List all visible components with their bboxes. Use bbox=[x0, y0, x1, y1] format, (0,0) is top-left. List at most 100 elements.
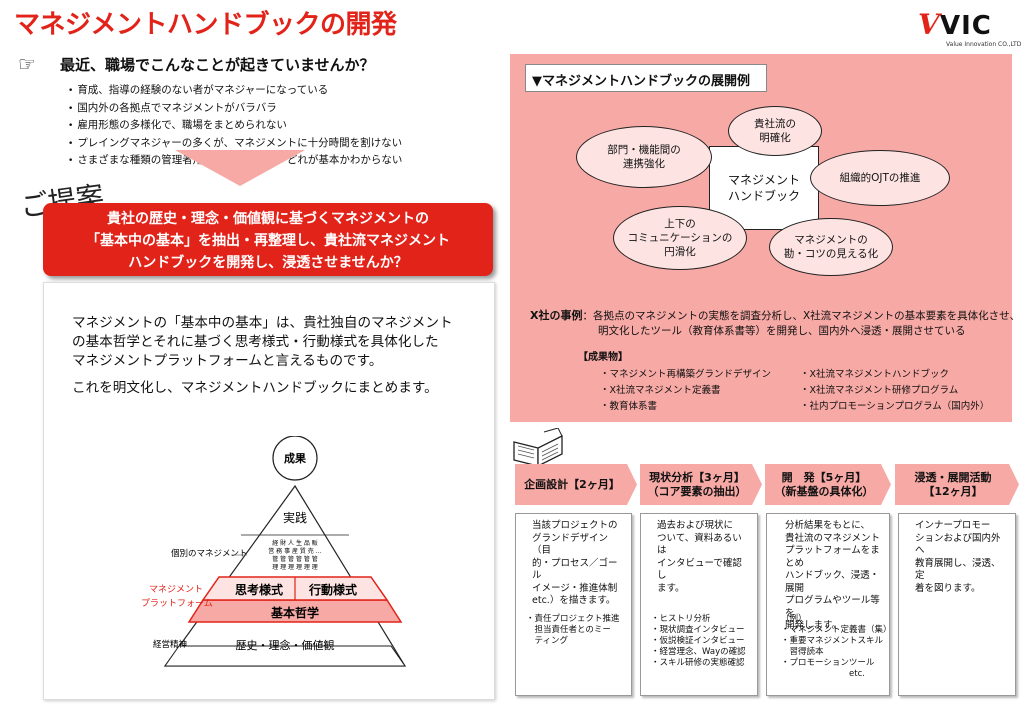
ellipse-line: 明確化 bbox=[759, 132, 791, 144]
platform-label-2: プラットフォーム bbox=[141, 598, 213, 609]
card-sub-line: ・現状調査インタビュー bbox=[651, 625, 745, 635]
case-label: X社の事例 bbox=[530, 309, 583, 322]
card-sub-line: ・重要マネジメントスキル bbox=[781, 636, 884, 646]
output-item: ・X社流マネジメント研修プログラム bbox=[800, 385, 959, 396]
handbook-line: ハンドブック bbox=[727, 189, 800, 203]
explanation-panel bbox=[43, 282, 495, 700]
philosophy-label: 基本哲学 bbox=[270, 605, 319, 620]
explanation-text: マネジメントの「基本中の基本」は、貴社独自のマネジメント の基本哲学とそれに基づ… bbox=[72, 314, 492, 371]
output-item: ・社内プロモーションプログラム（国内外） bbox=[800, 401, 990, 412]
card-line: ます。 bbox=[657, 582, 685, 594]
card-sub-line: 習得読本 bbox=[781, 647, 824, 657]
step-deployment: 浸透・展開活動【12ヶ月】 bbox=[895, 464, 1019, 505]
card-sub-line: etc. bbox=[781, 669, 865, 679]
step-card-analysis: 過去および現状に ついて、資料あるいは インタビューで確認し ます。 ・ヒストリ… bbox=[640, 513, 758, 696]
explanation-line: マネジメントプラットフォームと言えるものです。 bbox=[72, 353, 383, 369]
result-label: 成果 bbox=[284, 451, 306, 465]
step-development: 開 発【5ヶ月】（新基盤の具体化） bbox=[765, 464, 891, 505]
proposal-line: ハンドブックを開発し、浸透させませんか？ bbox=[128, 255, 408, 271]
handbook-line: マネジメント bbox=[727, 173, 800, 187]
step-subtitle: （コア要素の抽出） bbox=[647, 484, 747, 498]
deployment-title: ▼マネジメントハンドブックの展開例 bbox=[525, 64, 767, 92]
svg-text:理 理 理 理 理 理: 理 理 理 理 理 理 bbox=[272, 564, 318, 571]
management-pyramid: 成果 歴史・理念・価値観 基本哲学 思考様式 行動様式 経 財 人 生 品 販 … bbox=[141, 436, 407, 667]
step-card-deployment: インナープロモー ションおよび国内外へ 教育展開し、浸透、定 着を図ります。 bbox=[898, 513, 1016, 696]
step-title: 現状分析【3ヶ月】 bbox=[649, 470, 745, 484]
card-line: プラットフォームをまとめ bbox=[785, 545, 880, 569]
step-card-development: 分析結果をもとに、 貴社流のマネジメント プラットフォームをまとめ ハンドブック… bbox=[766, 513, 892, 696]
problem-list: 育成、指導の経験のない者がマネジャーになっている 国内外の各拠点でマネジメントが… bbox=[68, 82, 402, 170]
card-sub-line: ・プロモーションツール bbox=[781, 658, 875, 668]
logo-tagline: Value Innovation CO.,LTD bbox=[946, 41, 1022, 48]
ellipse-cooperation: 部門・機能間の連携強化 bbox=[576, 126, 712, 188]
step-title: 開 発【5ヶ月】 bbox=[781, 470, 867, 484]
list-item: 雇用形態の多様化で、職場をまとめられない bbox=[68, 117, 402, 135]
ellipse-communication: 上下のコミュニケーションの円滑化 bbox=[613, 206, 747, 270]
output-item: ・教育体系書 bbox=[600, 401, 658, 412]
card-line: イメージ・推進体制 bbox=[532, 582, 618, 594]
list-item: 育成、指導の経験のない者がマネジャーになっている bbox=[68, 82, 402, 100]
card-sub-line: ・マネジメント定義書（集） bbox=[781, 625, 892, 635]
card-line: 的・プロセス／ゴール bbox=[532, 557, 618, 582]
card-line: 教育展開し、浸透、定 bbox=[915, 557, 1001, 582]
spirit-label: 経営精神 bbox=[153, 639, 187, 650]
ellipse-line: 上下の bbox=[664, 218, 696, 230]
ellipse-line: 勘・コツの見える化 bbox=[783, 248, 879, 260]
step-planning: 企画設計【2ヶ月】 bbox=[515, 464, 637, 505]
case-text: ：各拠点のマネジメントの実態を調査分析し、X社流マネジメントの基本要素を具体化さ… bbox=[582, 310, 1021, 322]
ellipse-line: 貴社流の bbox=[754, 118, 796, 130]
card-line: 開発します。 bbox=[785, 620, 842, 631]
company-logo: V VIC Value Innovation CO.,LTD bbox=[918, 8, 1021, 50]
ellipse-line: 連携強化 bbox=[623, 158, 665, 170]
platform-label-1: マネジメント bbox=[149, 584, 203, 595]
card-sub-line: 担当責任者とのミー bbox=[526, 625, 611, 635]
practice-label: 実践 bbox=[283, 510, 307, 525]
result-circle bbox=[272, 436, 318, 481]
card-line: 当該プロジェクトの bbox=[532, 520, 618, 531]
ellipse-line: マネジメントの bbox=[794, 234, 868, 246]
action-label: 行動様式 bbox=[308, 582, 357, 597]
ellipse-line: 円滑化 bbox=[664, 246, 696, 258]
svg-text:営 務 事 産 質 売 …: 営 務 事 産 質 売 … bbox=[268, 547, 321, 555]
list-item: 国内外の各拠点でマネジメントがバラバラ bbox=[68, 100, 402, 118]
logo-name: VIC bbox=[940, 11, 992, 41]
step-subtitle: （新基盤の具体化） bbox=[774, 484, 874, 498]
card-line: インナープロモー bbox=[915, 520, 991, 531]
card-sub-line: ・仮説検証インタビュー bbox=[651, 636, 745, 646]
thinking-label: 思考様式 bbox=[235, 582, 283, 597]
card-sub-line: ティング bbox=[526, 636, 569, 646]
step-title: 企画設計【2ヶ月】 bbox=[524, 477, 620, 491]
card-line: ついて、資料あるいは bbox=[657, 532, 742, 557]
page-title: マネジメントハンドブックの開発 bbox=[14, 10, 397, 40]
individual-management-columns: 経 財 人 生 品 販 bbox=[272, 539, 318, 547]
ellipse-line: 部門・機能間の bbox=[607, 144, 681, 156]
card-sub-line: ・ヒストリ分析 bbox=[651, 614, 711, 624]
step-card-planning: 当該プロジェクトの グランドデザイン（目 的・プロセス／ゴール イメージ・推進体… bbox=[515, 513, 632, 696]
card-line: 過去および現状に bbox=[657, 520, 734, 531]
logo-mark: V bbox=[918, 8, 940, 41]
case-study: X社の事例：各拠点のマネジメントの実態を調査分析し、X社流マネジメントの基本要素… bbox=[530, 308, 1020, 339]
pointing-hand-icon: ☞ bbox=[18, 52, 36, 76]
card-line: プログラムやツール等を bbox=[785, 595, 880, 619]
ellipse-ojt: 組織的OJTの推進 bbox=[810, 150, 950, 206]
explanation-line: マネジメントの「基本中の基本」は、貴社独自のマネジメント bbox=[72, 315, 453, 331]
proposal-line: 「基本中の基本」を抽出・再整理し、貴社流マネジメント bbox=[86, 233, 450, 249]
card-line: 着を図ります。 bbox=[915, 582, 981, 594]
explanation-summary: これを明文化し、マネジメントハンドブックにまとめます。 bbox=[72, 380, 438, 396]
ellipse-clarify: 貴社流の明確化 bbox=[728, 106, 822, 156]
explanation-line: の基本哲学とそれに基づく思考様式・行動様式を具体化した bbox=[72, 334, 439, 350]
step-subtitle: 【12ヶ月】 bbox=[923, 484, 983, 498]
proposal-line: 貴社の歴史・理念・価値観に基づくマネジメントの bbox=[107, 211, 429, 227]
case-text: 明文化したツール（教育体系書等）を開発し、国内外へ浸透・展開させている bbox=[598, 325, 966, 337]
card-line: 分析結果をもとに、 bbox=[785, 520, 871, 531]
card-line: インタビューで確認し bbox=[657, 557, 742, 582]
step-analysis: 現状分析【3ヶ月】（コア要素の抽出） bbox=[640, 464, 762, 505]
down-arrow-triangle bbox=[175, 150, 305, 186]
card-line: etc.）を描きます。 bbox=[532, 595, 616, 606]
card-line: グランドデザイン（目 bbox=[532, 532, 609, 557]
outputs-label: 【成果物】 bbox=[578, 352, 628, 363]
base-label: 歴史・理念・価値観 bbox=[236, 638, 335, 652]
ellipse-line: 組織的OJTの推進 bbox=[839, 172, 921, 184]
svg-text:管 管 管 管 管 管: 管 管 管 管 管 管 bbox=[272, 555, 318, 563]
card-sub-line: ・経営理念、Wayの確認 bbox=[651, 647, 746, 657]
